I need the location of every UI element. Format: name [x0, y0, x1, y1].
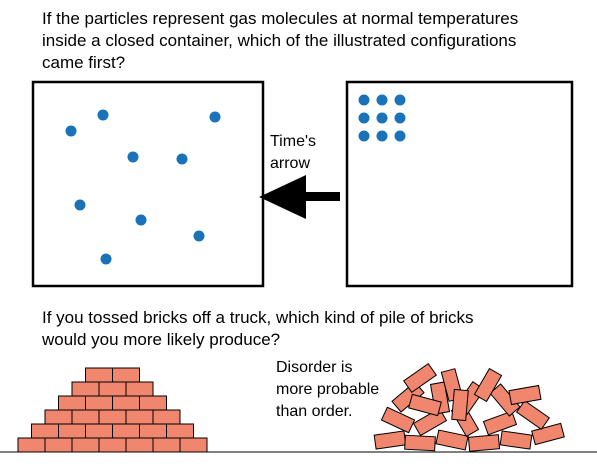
concentrated-gas-container [345, 80, 574, 288]
brick [380, 406, 416, 434]
clustered-particles [358, 94, 406, 142]
brick [373, 430, 407, 450]
brick [473, 367, 503, 403]
gas-particle [358, 94, 370, 106]
question-1-text: If the particles represent gas molecules… [42, 8, 582, 74]
disordered-brick-pile [373, 362, 565, 452]
gas-particle [193, 230, 205, 242]
gas-particle [65, 125, 77, 137]
brick [508, 384, 542, 406]
disorder-caption-line-2: more probable [276, 381, 380, 398]
brick [139, 423, 167, 439]
brick [435, 429, 469, 451]
brick [112, 423, 140, 439]
gas-particle [394, 94, 406, 106]
gas-particle [74, 199, 86, 211]
brick [404, 434, 436, 452]
times-arrow-label-line-2: arrow [270, 155, 311, 172]
gas-particle [100, 253, 112, 265]
times-arrow-icon [259, 175, 340, 219]
dispersed-gas-container [31, 80, 265, 288]
gas-particle [376, 94, 388, 106]
brick [166, 423, 194, 439]
gas-particle [209, 111, 221, 123]
question-2-line-1: If you tossed bricks off a truck, which … [42, 308, 474, 327]
brick [31, 423, 59, 439]
brick [467, 434, 501, 452]
brick [44, 409, 73, 425]
brick [85, 367, 113, 383]
disorder-caption: Disorder is more probable than order. [276, 357, 379, 423]
brick [152, 409, 181, 425]
brick [482, 410, 518, 436]
disorder-caption-line-1: Disorder is [276, 359, 353, 376]
brick [499, 430, 533, 450]
question-2-line-2: would you more likely produce? [42, 330, 281, 349]
brick [125, 381, 154, 397]
brick [71, 409, 100, 425]
brick [112, 395, 140, 411]
gas-particle [358, 112, 370, 124]
brick [179, 437, 208, 453]
gas-particle [376, 112, 388, 124]
brick [85, 395, 113, 411]
brick [98, 409, 127, 425]
brick [139, 395, 167, 411]
brick [17, 437, 46, 453]
brick [58, 395, 86, 411]
gas-particle [127, 151, 139, 163]
brick [451, 388, 469, 422]
gas-particle [394, 112, 406, 124]
ordered-brick-pyramid [17, 367, 208, 453]
question-2-text: If you tossed bricks off a truck, which … [42, 307, 582, 351]
brick [125, 409, 154, 425]
brick [408, 393, 442, 417]
brick [58, 423, 86, 439]
brick [98, 437, 127, 453]
gas-particle [135, 214, 147, 226]
gas-particle [358, 130, 370, 142]
question-1-line-1: If the particles represent gas molecules… [42, 9, 519, 28]
gas-particle [376, 130, 388, 142]
question-1-line-2: inside a closed container, which of the … [42, 31, 517, 50]
gas-particle [394, 130, 406, 142]
disorder-caption-line-3: than order. [276, 403, 353, 420]
brick [112, 367, 140, 383]
dispersed-particles [65, 109, 221, 265]
times-arrow-label: Time's arrow [270, 131, 316, 175]
question-1-line-3: came first? [42, 53, 126, 72]
brick [531, 422, 565, 446]
gas-particle [97, 109, 109, 121]
brick [152, 437, 181, 453]
brick [44, 437, 73, 453]
brick [71, 381, 100, 397]
brick [125, 437, 154, 453]
brick [403, 362, 437, 394]
gas-particle [176, 153, 188, 165]
brick [85, 423, 113, 439]
times-arrow-label-line-1: Time's [270, 133, 317, 150]
brick [516, 399, 550, 431]
brick [71, 437, 100, 453]
brick [98, 381, 127, 397]
